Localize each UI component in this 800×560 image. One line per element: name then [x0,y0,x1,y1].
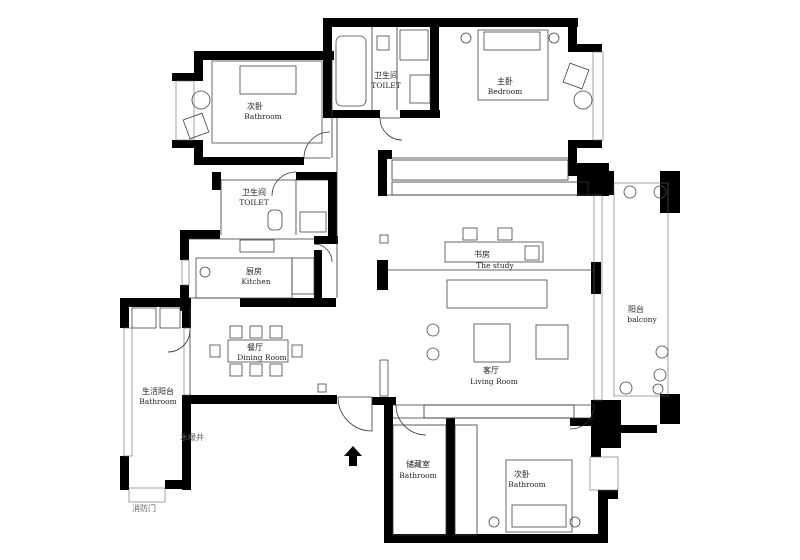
room-label-bedroom2-top-cn: 次卧 [247,101,263,111]
room-label-kitchen-en: Kitchen [241,277,270,286]
room-label-kitchen-cn: 厨房 [246,266,262,276]
annotation-water-well: 水暖井 [180,432,204,442]
furniture [131,29,669,533]
room-label-balcony-cn: 阳台 [628,304,644,314]
doors [167,117,595,436]
annotation-fire-door: 消防门 [132,503,156,513]
room-label-study-en: The study [476,261,514,270]
room-label-toilet-mid-cn: 卫生间 [242,187,266,197]
room-label-balcony-en: balcony [627,315,657,324]
room-label-study-cn: 书房 [474,249,490,259]
room-label-toilet-mid-en: TOILET [239,198,269,207]
room-label-utility-en: Bathroom [139,397,177,406]
room-label-master-en: Bedroom [488,87,522,96]
room-labels: 次卧 Bathroom 卫生间 TOILET 主卧 Bedroom 卫生间 TO… [132,70,657,513]
room-label-storage-en: Bathroom [399,471,437,480]
room-label-bedroom2-top-en: Bathroom [244,112,282,121]
room-label-dining-cn: 餐厅 [247,343,263,352]
room-label-master-cn: 主卧 [497,76,513,86]
partitions [123,27,669,536]
room-label-bedroom2-bottom-en: Bathroom [508,480,546,489]
room-label-living-cn: 客厅 [483,365,499,375]
room-label-storage-cn: 储藏室 [406,459,430,469]
room-label-toilet-top-cn: 卫生间 [374,70,398,80]
walls [120,18,680,543]
room-label-toilet-top-en: TOILET [371,81,401,90]
room-label-living-en: Living Room [470,377,518,386]
room-label-utility-cn: 生活阳台 [142,386,174,396]
room-label-bedroom2-bottom-cn: 次卧 [514,469,530,479]
room-label-dining-en: Dining Room [237,353,286,362]
